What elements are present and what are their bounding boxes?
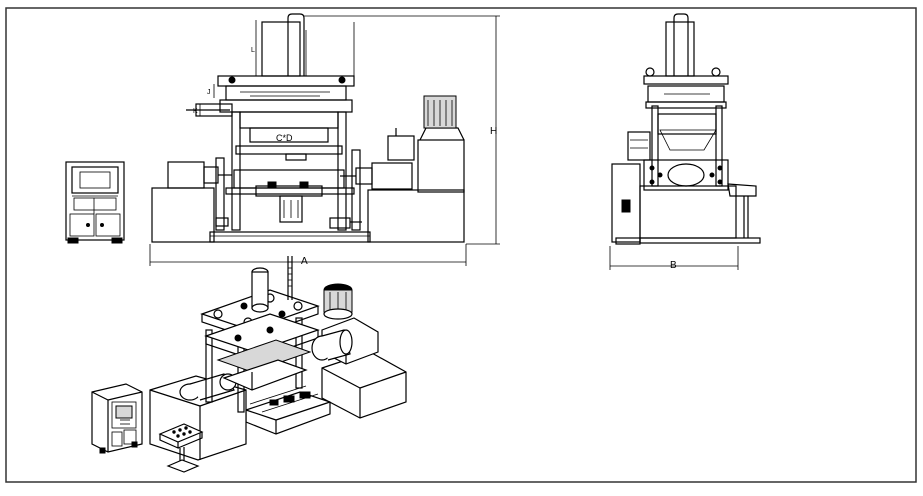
side-view: B	[609, 13, 761, 271]
right-side-cylinder	[371, 162, 413, 190]
hydraulic-tank	[417, 139, 465, 193]
dimension-label-cd: C*D	[276, 133, 293, 143]
dimension-label-k: K	[193, 108, 198, 115]
left-side-cylinder	[167, 161, 205, 189]
side-base	[639, 185, 737, 239]
side-foot-pedal	[727, 183, 757, 197]
right-column	[337, 111, 347, 231]
control-cabinet-front	[65, 161, 125, 244]
main-hydraulic-cylinder	[261, 21, 301, 77]
left-base-block	[151, 187, 215, 243]
iso-control-cabinet	[91, 383, 143, 454]
dimension-label-j: J	[207, 89, 211, 96]
dimension-label-a: A	[301, 256, 308, 267]
sheet-frame	[5, 7, 917, 483]
upper-platen	[239, 111, 339, 129]
dimension-label-h: H	[490, 126, 497, 137]
isometric-view	[149, 256, 407, 461]
iso-foot-pedal	[158, 423, 204, 473]
dimension-lines	[149, 15, 500, 266]
iso-main-cylinder	[251, 271, 269, 309]
right-base-block	[367, 189, 465, 243]
dimension-label-b: B	[670, 260, 677, 271]
left-column	[231, 111, 241, 231]
front-view: A H C*D J K L	[149, 13, 500, 267]
top-crown-plate	[217, 75, 355, 87]
iso-hydraulic-station	[321, 351, 407, 419]
dimension-label-l: L	[251, 47, 255, 54]
lower-mould	[233, 169, 345, 189]
